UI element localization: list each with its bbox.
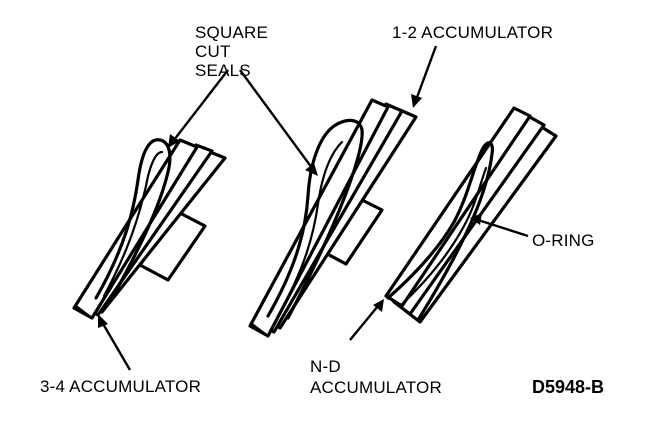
arrowhead-n-d (373, 299, 384, 312)
label-cut: CUT (195, 42, 231, 61)
leader-n-d-accumulator (349, 305, 379, 341)
accumulator-3-4-seal-inner (102, 150, 164, 298)
accumulator-n-d-o-ring-inner (398, 166, 488, 308)
arrowhead-3-4 (98, 314, 108, 328)
label-n-d: N-D (310, 357, 341, 376)
accumulator-n-d-drawing (384, 106, 558, 324)
accumulator-n-d-body-front (384, 106, 532, 308)
labels: SQUARE CUT SEALS 1-2 ACCUMULATOR O-RING … (40, 23, 604, 397)
label-square: SQUARE (195, 23, 268, 42)
accumulator-3-4-drawing (72, 138, 227, 320)
label-3-4-accumulator: 3-4 ACCUMULATOR (40, 377, 201, 396)
label-1-2-accumulator: 1-2 ACCUMULATOR (392, 23, 553, 42)
leader-1-2-accumulator (414, 45, 438, 101)
arrowhead-seals-3-4 (168, 134, 180, 148)
label-n-d-accumulator: ACCUMULATOR (310, 378, 442, 397)
leader-seals-to-1-2 (239, 69, 313, 169)
accumulator-3-4-edge-line (74, 304, 94, 320)
arrowhead-1-2 (411, 94, 422, 108)
accumulator-1-2-seal-inner (276, 140, 344, 318)
accumulator-3-4-seal-loop (94, 138, 172, 300)
accumulator-1-2-seal-loop (266, 118, 364, 320)
arrowhead-seals-1-2 (305, 163, 318, 176)
figure-code: D5948-B (532, 377, 604, 397)
label-seals: SEALS (195, 61, 251, 80)
leader-lines (98, 45, 529, 371)
accumulator-1-2-drawing (248, 98, 418, 338)
accumulator-n-d-o-ring (386, 141, 494, 322)
arrowhead-o-ring (470, 213, 482, 225)
leader-3-4-accumulator (100, 321, 132, 371)
leader-seals-to-3-4 (173, 69, 229, 141)
leader-o-ring (477, 218, 529, 238)
label-o-ring: O-RING (532, 231, 595, 250)
accumulator-1-2-edge-line (250, 322, 270, 338)
